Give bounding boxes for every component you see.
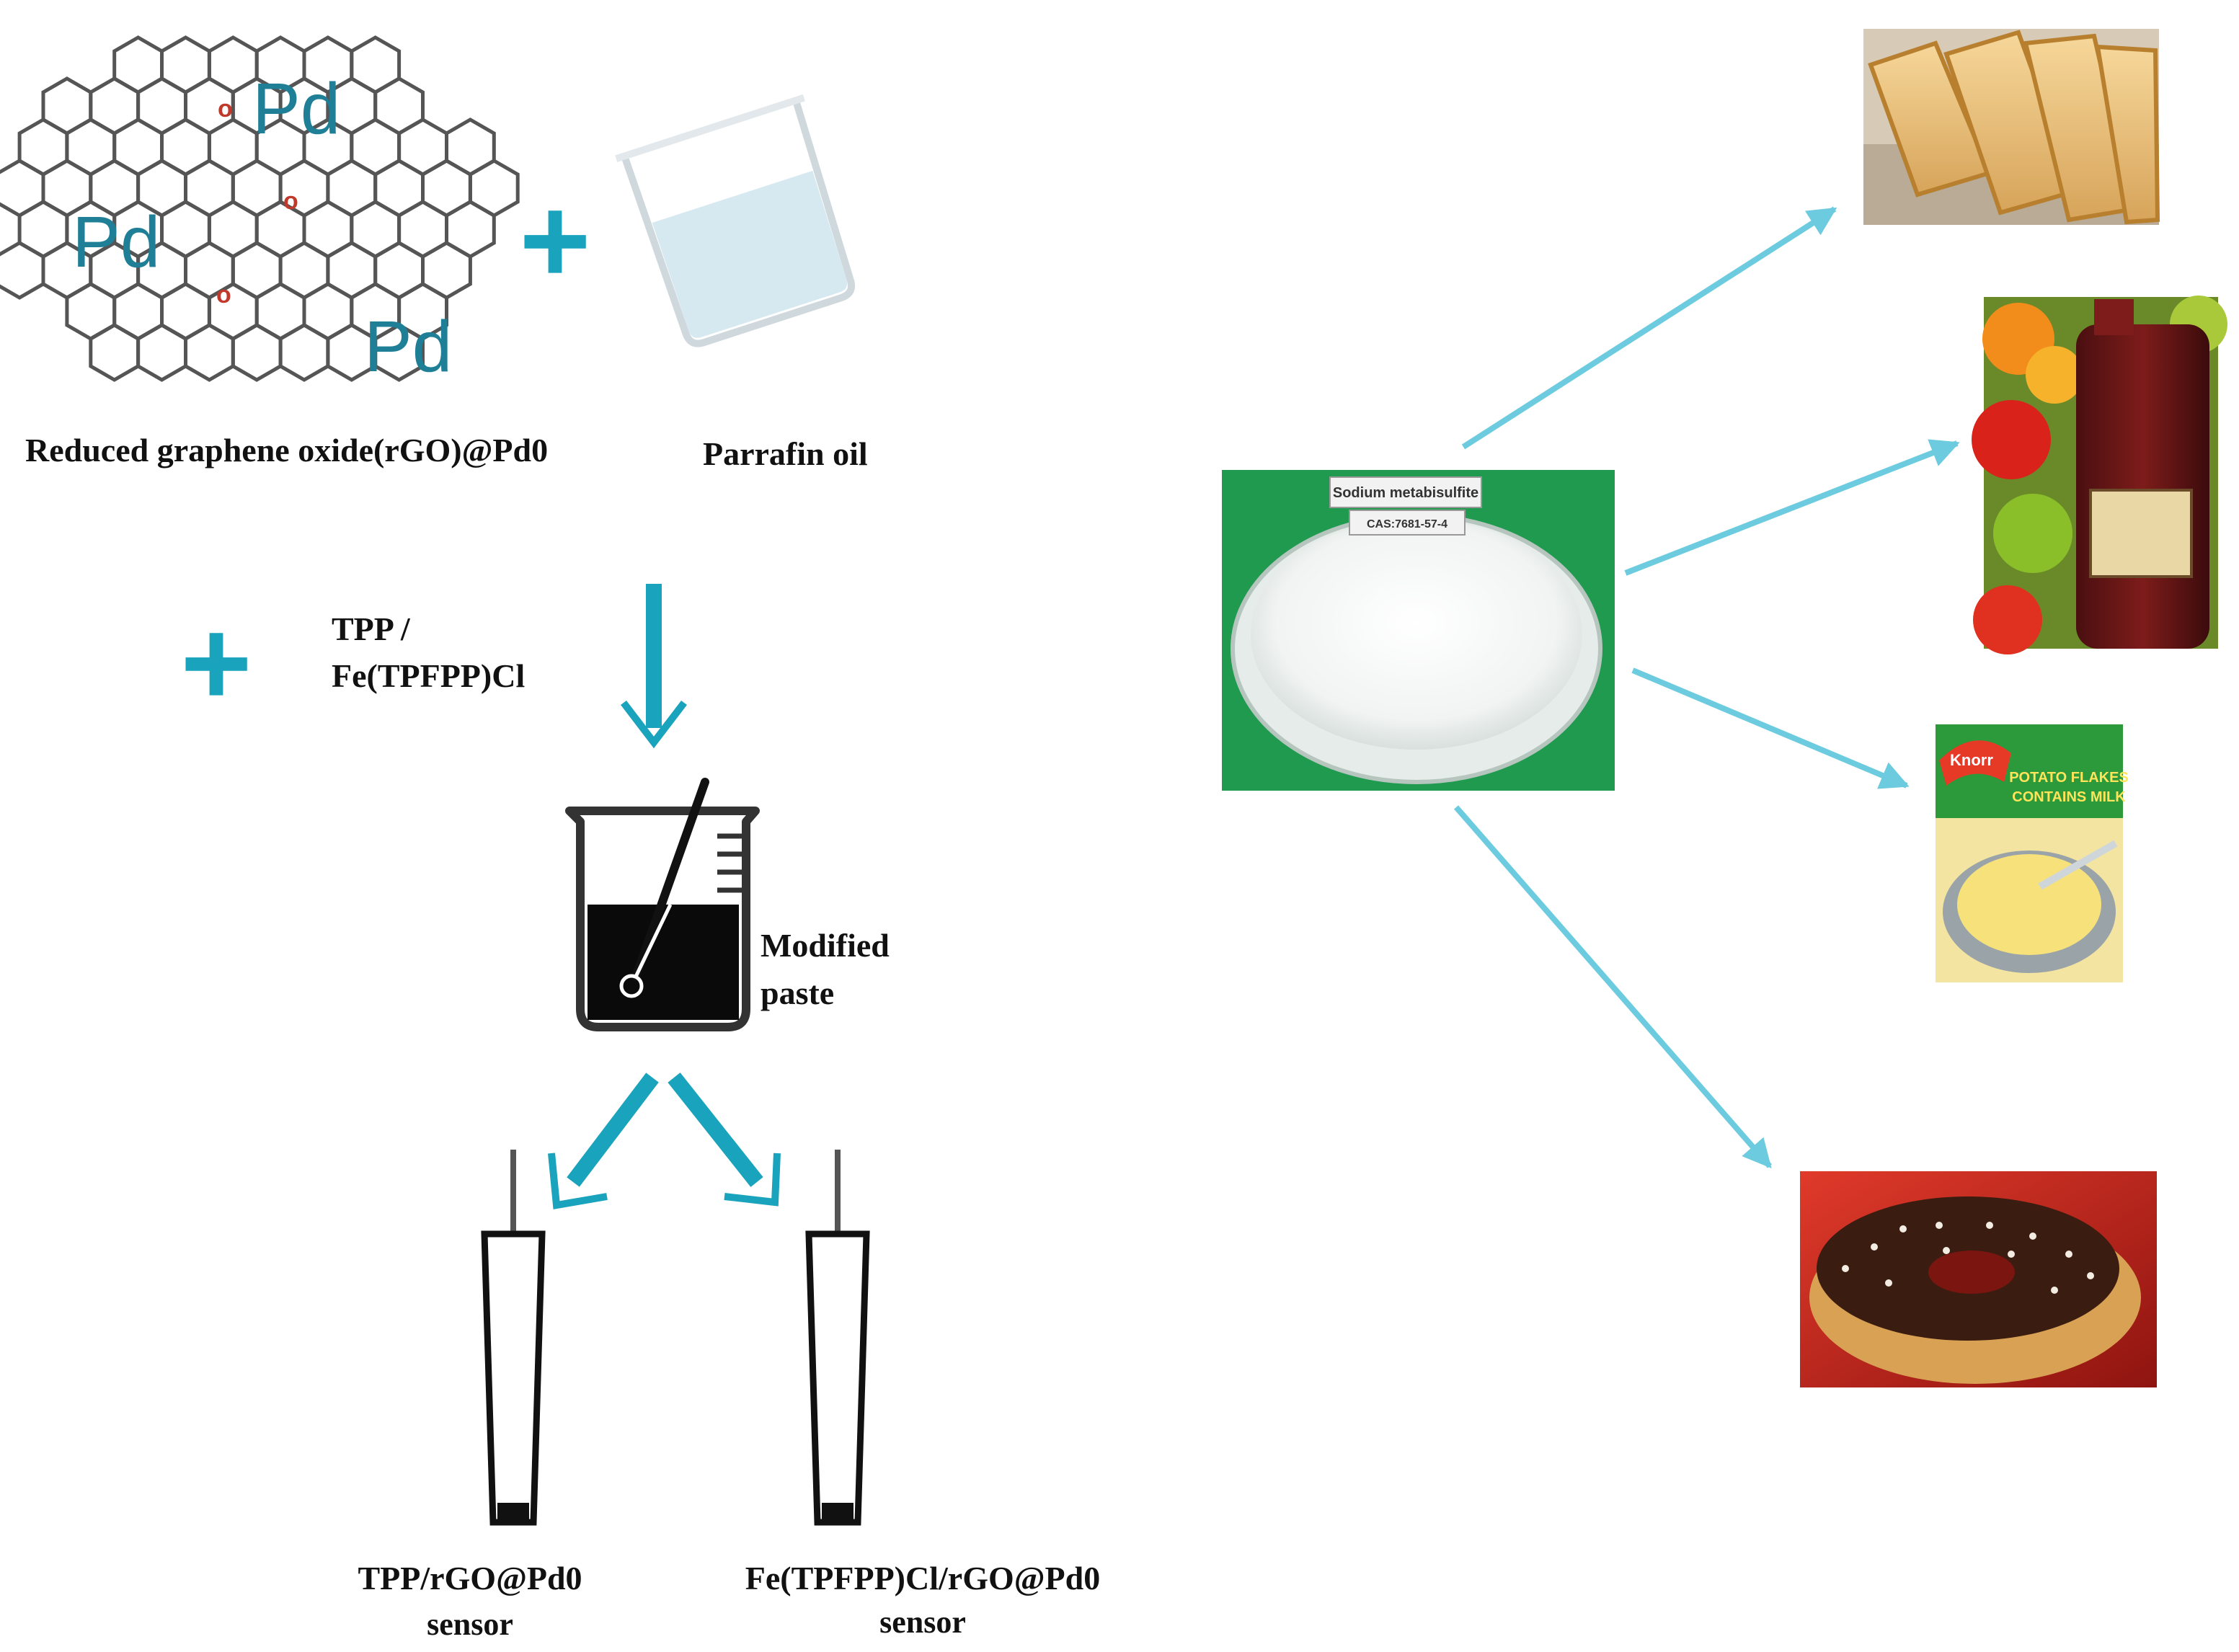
arrow-to-potato bbox=[1631, 667, 1910, 789]
paste-label-line1: Modified bbox=[761, 927, 890, 964]
sensor-label-line1: Fe(TPFPP)Cl/rGO@Pd0 bbox=[745, 1560, 1100, 1597]
graphene-sheet: Pd Pd Pd o o o bbox=[0, 35, 520, 387]
sensor-label-line2: sensor bbox=[879, 1604, 966, 1640]
sodium-metabisulfite-photo: Sodium metabisulfite CAS:7681-57-4 bbox=[1222, 470, 1615, 791]
down-arrow-icon bbox=[621, 584, 687, 749]
potato-brand: Knorr bbox=[1950, 751, 1993, 769]
plus-icon: + bbox=[180, 595, 252, 732]
sensor-label-line2: sensor bbox=[427, 1607, 513, 1642]
hexagon-ring bbox=[136, 323, 187, 382]
arrow-to-cookie bbox=[1453, 805, 1773, 1169]
arrow-to-bread bbox=[1461, 206, 1837, 450]
split-arrows-icon bbox=[548, 1073, 781, 1209]
hexagon-ring bbox=[231, 323, 283, 382]
pd-label: Pd bbox=[252, 68, 340, 149]
pd-label: Pd bbox=[72, 202, 160, 283]
graphene-label: Reduced graphene oxide(rGO)@Pd0 bbox=[25, 432, 548, 468]
hexagon-ring bbox=[89, 323, 141, 382]
electrode-icon bbox=[481, 1150, 546, 1526]
svg-text:+: + bbox=[180, 595, 252, 732]
fruit-juice-photo bbox=[1972, 296, 2227, 654]
sample-cas: CAS:7681-57-4 bbox=[1367, 518, 1447, 530]
mixing-beaker-icon bbox=[565, 778, 760, 1031]
sensor-label-line1: TPP/rGO@Pd0 bbox=[358, 1560, 582, 1597]
additive-label-line1: TPP / bbox=[332, 610, 411, 647]
food-arrows bbox=[1453, 206, 1960, 1169]
paste-label-line2: paste bbox=[761, 974, 834, 1011]
oil-label: Parrafin oil bbox=[703, 435, 868, 472]
bread-photo bbox=[1863, 29, 2160, 225]
arrow-to-fruit bbox=[1624, 439, 1960, 576]
svg-text:+: + bbox=[519, 172, 590, 309]
potato-flakes-photo: Knorr POTATO FLAKES CONTAINS MILK bbox=[1936, 724, 2129, 982]
sample-title: Sodium metabisulfite bbox=[1333, 485, 1478, 501]
potato-text-line2: CONTAINS MILK bbox=[2012, 789, 2126, 805]
oxygen-label: o bbox=[218, 95, 233, 123]
oxygen-label: o bbox=[216, 281, 231, 308]
additive-label-line2: Fe(TPFPP)Cl bbox=[332, 657, 525, 694]
pd-label: Pd bbox=[364, 306, 452, 387]
oxygen-label: o bbox=[283, 187, 298, 215]
hexagon-ring bbox=[278, 323, 330, 382]
hexagon-ring bbox=[184, 323, 235, 382]
cookie-photo bbox=[1800, 1171, 2157, 1387]
plus-icon: + bbox=[519, 172, 590, 309]
oil-beaker-icon bbox=[615, 94, 856, 347]
electrode-icon bbox=[805, 1150, 870, 1526]
hexagon-ring bbox=[0, 241, 45, 300]
potato-text-line1: POTATO FLAKES bbox=[2009, 770, 2129, 786]
hexagon-ring bbox=[373, 323, 425, 382]
